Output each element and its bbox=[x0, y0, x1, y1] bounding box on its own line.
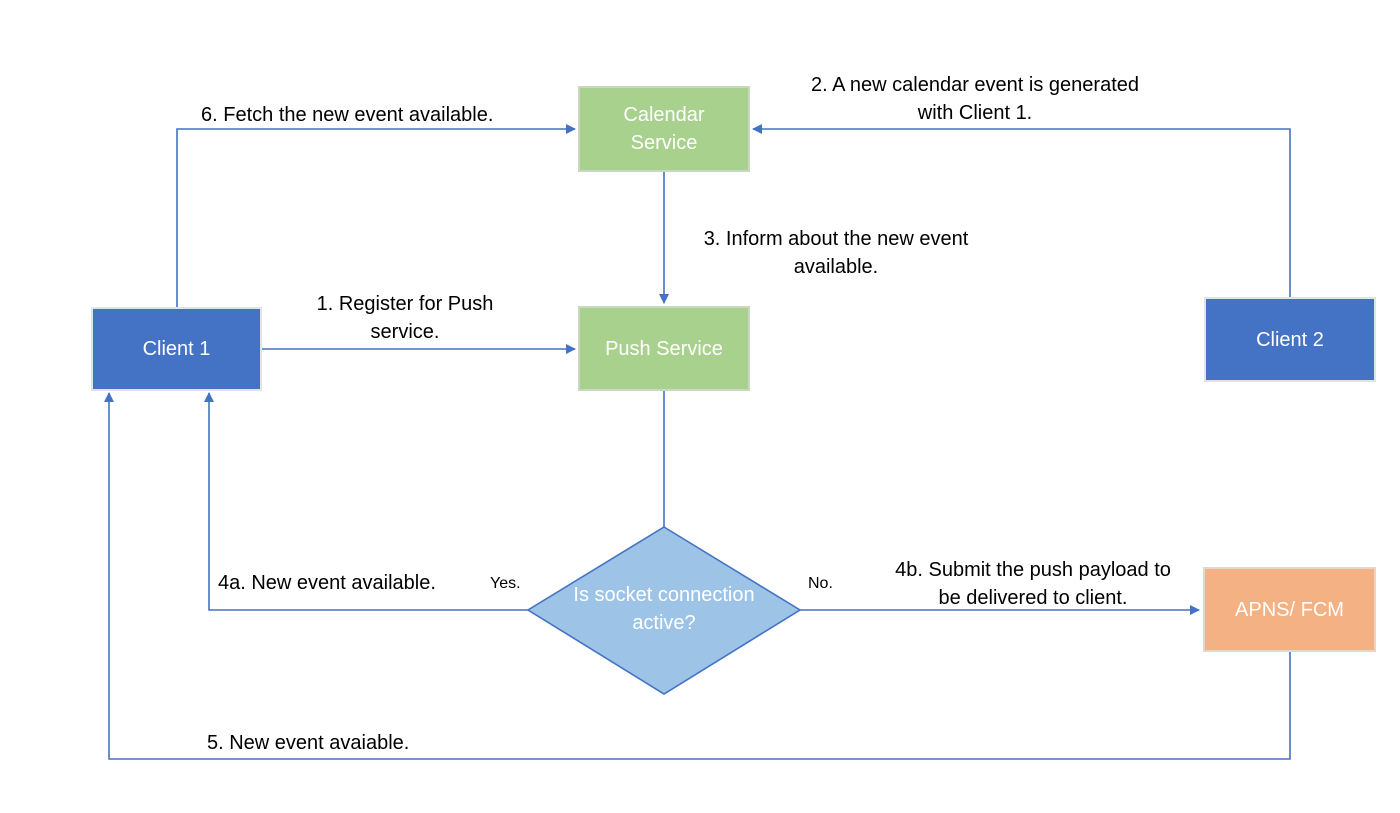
step-6-label: 6. Fetch the new event available. bbox=[201, 104, 494, 126]
client-2-node: Client 2 bbox=[1204, 297, 1376, 382]
step-5-label: 5. New event avaiable. bbox=[207, 732, 410, 754]
step-3-label: 3. Inform about the new event available. bbox=[703, 228, 969, 278]
calendar-service-label: Calendar Service bbox=[623, 104, 705, 154]
yes-label: Yes. bbox=[490, 575, 521, 592]
step-1-label: 1. Register for Push service. bbox=[316, 293, 494, 343]
apns-fcm-label: APNS/ FCM bbox=[1235, 598, 1344, 621]
step-4b-label: 4b. Submit the push payload to be delive… bbox=[895, 559, 1171, 609]
decision-label: Is socket connection active? bbox=[573, 584, 755, 634]
connector-fetch-event bbox=[176, 124, 576, 307]
calendar-service-node: Calendar Service bbox=[578, 86, 750, 172]
step-2-label: 2. A new calendar event is generated wit… bbox=[810, 74, 1139, 124]
no-label: No. bbox=[808, 575, 833, 592]
apns-fcm-node: APNS/ FCM bbox=[1203, 567, 1376, 652]
push-service-node: Push Service bbox=[578, 306, 750, 391]
connector-yes-branch bbox=[204, 392, 528, 611]
client-1-node: Client 1 bbox=[91, 307, 262, 391]
step-4a-label: 4a. New event available. bbox=[218, 572, 436, 594]
push-service-label: Push Service bbox=[605, 337, 723, 360]
connector-new-calendar-event bbox=[752, 124, 1291, 297]
decision-diamond bbox=[526, 526, 802, 695]
connector-deliver-push bbox=[104, 392, 1291, 760]
client-2-label: Client 2 bbox=[1256, 328, 1324, 351]
client-1-label: Client 1 bbox=[142, 338, 211, 360]
